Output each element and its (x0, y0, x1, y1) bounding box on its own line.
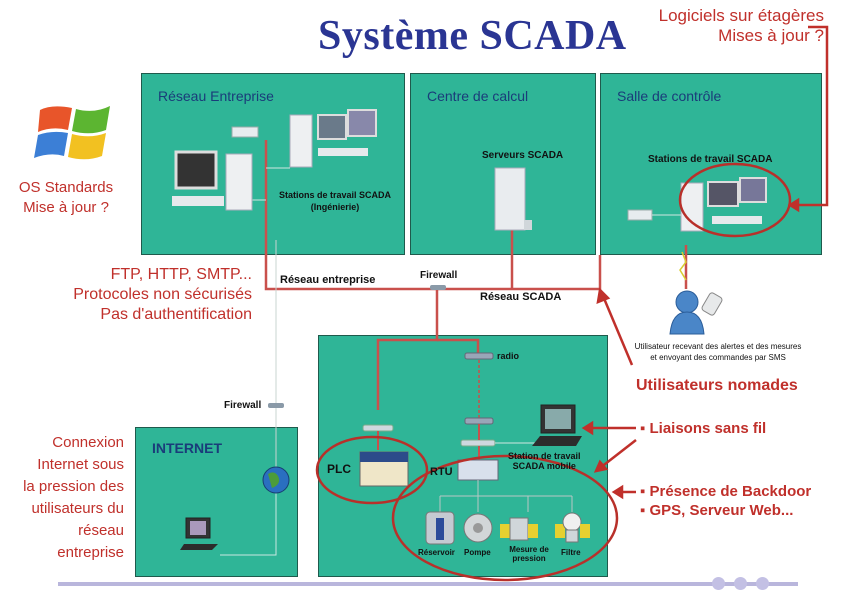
workstation-dual-icon (289, 109, 377, 168)
firewall-icon (430, 285, 446, 290)
plc-label: PLC (327, 462, 351, 476)
zone-title: Salle de contrôle (617, 88, 722, 104)
highlight-ellipse (315, 435, 429, 505)
server-label: Serveurs SCADA (482, 150, 564, 161)
mobile-station-laptop-icon (532, 404, 582, 446)
label-line: (Ingénierie) (310, 202, 360, 212)
mobile-station-label: Station de travail SCADA mobile (508, 451, 581, 471)
label-line: Stations de travail SCADA (278, 190, 392, 200)
pump-icon (463, 513, 493, 543)
reservoir-icon (425, 511, 455, 545)
annotation-software: Logiciels sur étagères Mises à jour ? (560, 6, 824, 46)
annotation-line: entreprise (57, 544, 124, 561)
rtu-label: RTU (430, 466, 453, 478)
annotation-line: Internet sous (37, 456, 124, 473)
zone-centre-calcul: Centre de calcul (410, 73, 596, 255)
radio-label: radio (497, 351, 520, 361)
radio-icon (464, 352, 494, 360)
globe-icon (262, 466, 290, 494)
annotation-line: utilisateurs du (31, 500, 124, 517)
annotation-line: Connexion (52, 434, 124, 451)
annotation-line: FTP, HTTP, SMTP... (110, 266, 252, 283)
switch-icon (464, 417, 494, 425)
page-title: Système SCADA (318, 13, 627, 59)
label-line: Station de travail (508, 451, 581, 461)
arrows-risks (581, 287, 637, 500)
switch-icon (362, 424, 394, 432)
server-icon (494, 167, 532, 231)
label-line: SCADA mobile (512, 461, 576, 471)
highlight-ellipse (678, 162, 792, 238)
zone-title: INTERNET (152, 440, 222, 456)
footer-dot (756, 577, 769, 590)
annotation-wireless: ▪ Liaisons sans fil (640, 420, 767, 437)
annotation-line: Logiciels sur étagères (658, 6, 824, 25)
description-line: Utilisateur recevant des alertes et des … (634, 342, 802, 351)
arrow-software (787, 25, 829, 213)
filter-icon (555, 512, 590, 543)
switch-icon (460, 439, 496, 447)
footer-dot (734, 577, 747, 590)
annotation-line: Pas d'authentification (100, 306, 252, 323)
footer-dot (712, 577, 725, 590)
windows-logo-icon (34, 106, 110, 160)
description-line: et envoyant des commandes par SMS (650, 353, 786, 362)
zone-title: Centre de calcul (427, 88, 529, 104)
mobile-user-description: Utilisateur recevant des alertes et des … (618, 341, 818, 363)
device-label-filtre: Filtre (561, 548, 581, 557)
annotation-line: la pression des (23, 478, 124, 495)
highlight-ellipse (391, 454, 619, 582)
zone-salle-controle: Salle de contrôle (600, 73, 822, 255)
annotation-nomades: Utilisateurs nomades (636, 377, 798, 394)
annotation-line: Mise à jour ? (23, 199, 109, 216)
workstation-icon (172, 150, 253, 211)
annotation-gps: ▪ GPS, Serveur Web... (640, 502, 794, 519)
firewall-icon (268, 403, 284, 408)
device-label-reservoir: Réservoir (418, 548, 455, 557)
mobile-user-icon (669, 290, 723, 335)
device-label-pompe: Pompe (464, 548, 491, 557)
reseau-entreprise-label: Réseau entreprise (280, 274, 376, 286)
annotation-line: OS Standards (18, 179, 114, 196)
laptop-icon (180, 517, 218, 550)
footer-divider (58, 582, 798, 586)
annotation-backdoor: ▪ Présence de Backdoor (640, 483, 812, 500)
annotation-os: OS Standards Mise à jour ? (8, 178, 124, 218)
annotation-protocols: FTP, HTTP, SMTP... Protocoles non sécuri… (20, 265, 252, 325)
firewall-label: Firewall (420, 270, 458, 281)
annotation-line: Protocoles non sécurisés (73, 286, 252, 303)
device-label-mesure: Mesure de pression (509, 545, 549, 563)
zone-internet: INTERNET (135, 427, 298, 577)
annotation-line: réseau (78, 522, 124, 539)
reseau-scada-label: Réseau SCADA (480, 291, 562, 303)
rtu-icon (457, 459, 499, 481)
firewall-internet-label: Firewall (224, 400, 262, 411)
zone-title: Réseau Entreprise (158, 88, 274, 104)
workstation-label: Stations de travail SCADA (Ingénierie) (270, 190, 400, 212)
control-workstation-label: Stations de travail SCADA (648, 154, 773, 165)
printer-icon (231, 126, 259, 138)
annotation-internet: Connexion Internet sous la pression des … (4, 432, 124, 564)
annotation-line: Mises à jour ? (718, 26, 824, 45)
plc-icon (359, 451, 409, 487)
printer-icon (627, 209, 653, 221)
pressure-sensor-icon (500, 517, 538, 541)
